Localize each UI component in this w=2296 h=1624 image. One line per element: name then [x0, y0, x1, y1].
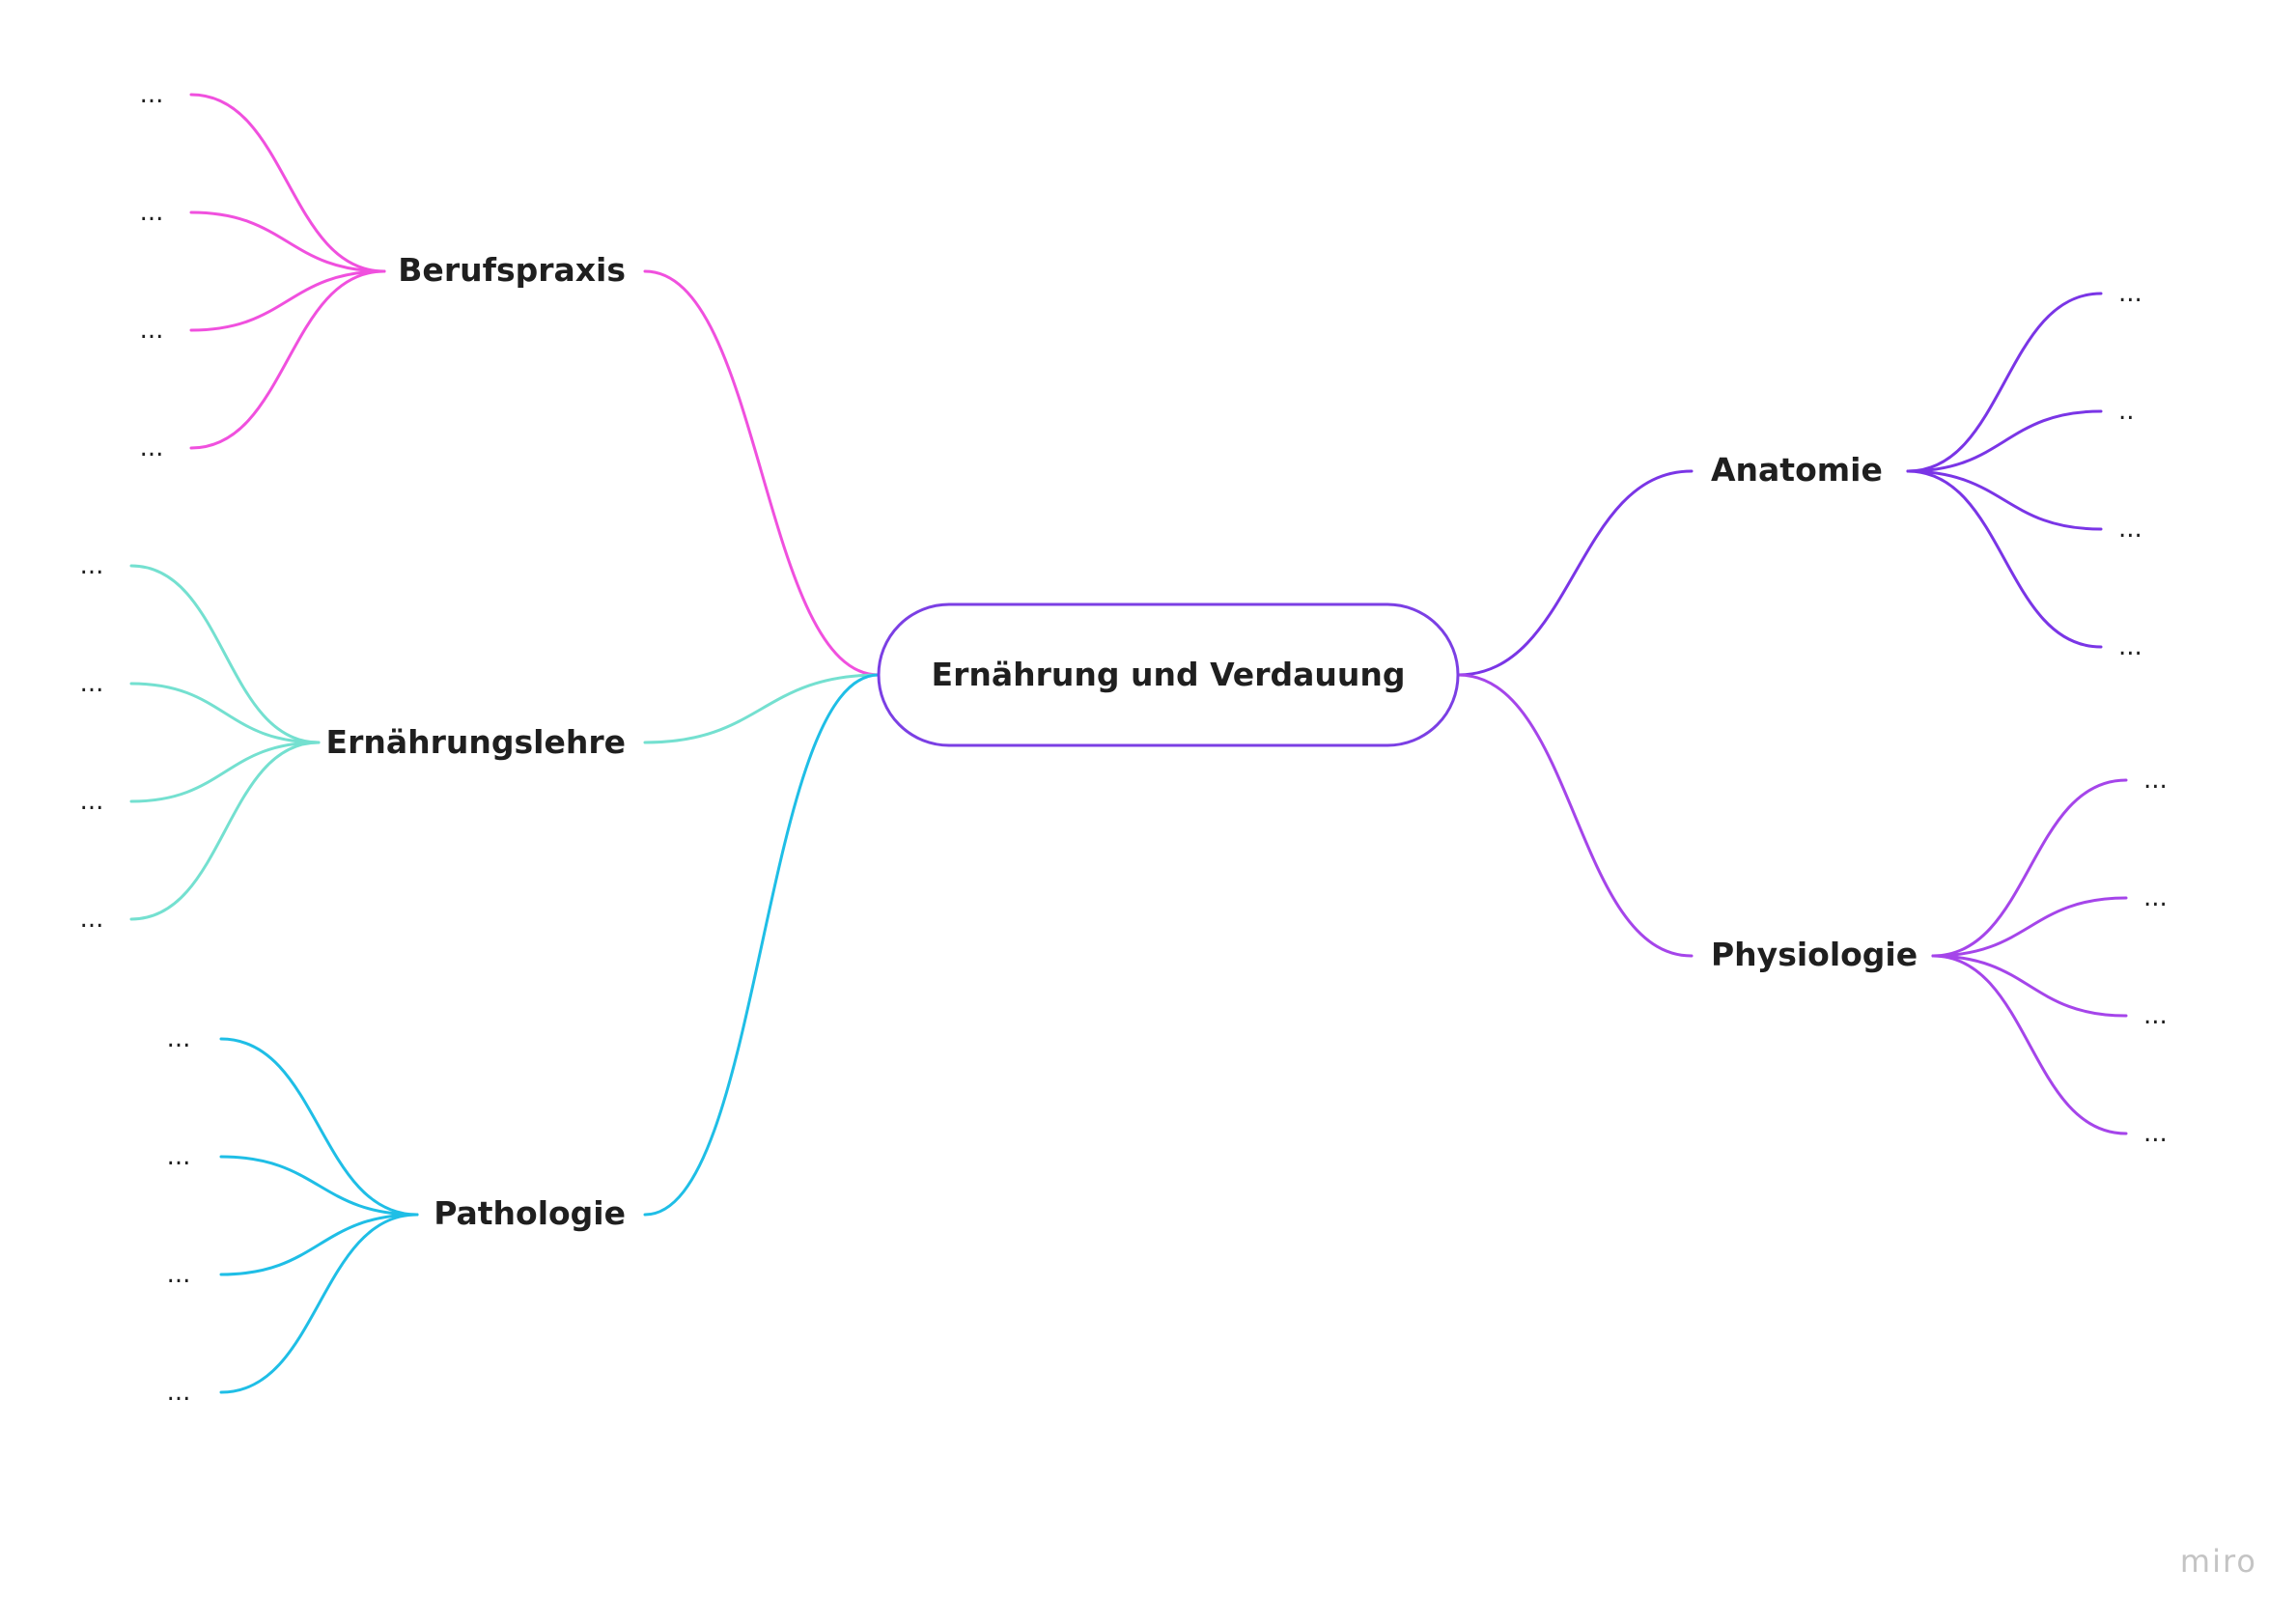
leaf-node-ernaehrungslehre-3[interactable]: ...: [80, 787, 104, 816]
branch-node-pathologie[interactable]: Pathologie: [434, 1194, 626, 1232]
branch-node-ernaehrungslehre[interactable]: Ernährungslehre: [326, 723, 626, 761]
leaf-node-ernaehrungslehre-4[interactable]: ...: [80, 905, 104, 934]
connector-physiologie-leaf-3: [1931, 954, 2128, 1018]
connector-berufspraxis-leaf-1: [189, 93, 386, 273]
connector-pathologie-leaf-2: [219, 1155, 419, 1217]
leaf-node-physiologie-1[interactable]: ...: [2143, 766, 2168, 795]
connector-ernaehrungslehre-leaf-1: [129, 564, 321, 744]
leaf-node-pathologie-2[interactable]: ...: [167, 1142, 191, 1171]
leaf-labels: ........................................…: [80, 80, 2168, 1407]
branch-node-anatomie[interactable]: Anatomie: [1711, 451, 1883, 489]
branch-node-physiologie[interactable]: Physiologie: [1711, 936, 1918, 973]
branch-node-berufspraxis[interactable]: Berufspraxis: [398, 251, 626, 289]
connector-ernaehrungslehre-leaf-3: [129, 741, 321, 803]
leaf-node-anatomie-1[interactable]: ...: [2118, 279, 2142, 308]
mind-map-connectors: [129, 93, 2128, 1394]
leaf-node-ernaehrungslehre-2[interactable]: ...: [80, 669, 104, 698]
leaf-node-physiologie-4[interactable]: ...: [2143, 1119, 2168, 1148]
connector-anatomie-leaf-2: [1906, 409, 2103, 473]
connector-anatomie-leaf-3: [1906, 469, 2103, 531]
root-node-label: Ernährung und Verdauung: [932, 656, 1406, 693]
connector-root-berufspraxis: [643, 269, 881, 677]
connector-berufspraxis-leaf-4: [189, 269, 386, 450]
leaf-node-berufspraxis-3[interactable]: ...: [140, 316, 164, 345]
connector-ernaehrungslehre-leaf-4: [129, 741, 321, 921]
connector-root-physiologie: [1456, 673, 1694, 958]
leaf-node-ernaehrungslehre-1[interactable]: ...: [80, 551, 104, 580]
connector-root-anatomie: [1456, 469, 1694, 677]
leaf-node-physiologie-3[interactable]: ...: [2143, 1001, 2168, 1030]
connector-physiologie-leaf-1: [1931, 778, 2128, 958]
connector-berufspraxis-leaf-3: [189, 269, 386, 332]
leaf-node-berufspraxis-2[interactable]: ...: [140, 198, 164, 227]
miro-watermark: miro: [2179, 1543, 2257, 1580]
root-node-frame: [877, 602, 1460, 747]
connector-root-pathologie: [643, 673, 881, 1217]
leaf-node-anatomie-3[interactable]: ...: [2118, 515, 2142, 544]
leaf-node-berufspraxis-4[interactable]: ...: [140, 434, 164, 462]
connector-pathologie-leaf-1: [219, 1037, 419, 1217]
root-node[interactable]: Ernährung und Verdauung: [877, 602, 1460, 747]
connector-physiologie-leaf-4: [1931, 954, 2128, 1135]
connector-berufspraxis-leaf-2: [189, 210, 386, 273]
connector-pathologie-leaf-4: [219, 1213, 419, 1394]
leaf-node-anatomie-4[interactable]: ...: [2118, 632, 2142, 661]
connector-root-ernaehrungslehre: [643, 673, 881, 744]
connector-anatomie-leaf-4: [1906, 469, 2103, 649]
leaf-node-pathologie-1[interactable]: ...: [167, 1024, 191, 1053]
leaf-node-physiologie-2[interactable]: ...: [2143, 883, 2168, 912]
leaf-node-anatomie-2[interactable]: ..: [2118, 397, 2135, 426]
connector-anatomie-leaf-1: [1906, 292, 2103, 473]
leaf-node-berufspraxis-1[interactable]: ...: [140, 80, 164, 109]
leaf-node-pathologie-3[interactable]: ...: [167, 1260, 191, 1289]
connector-pathologie-leaf-3: [219, 1213, 419, 1276]
connector-physiologie-leaf-2: [1931, 896, 2128, 958]
leaf-node-pathologie-4[interactable]: ...: [167, 1378, 191, 1407]
connector-ernaehrungslehre-leaf-2: [129, 682, 321, 744]
